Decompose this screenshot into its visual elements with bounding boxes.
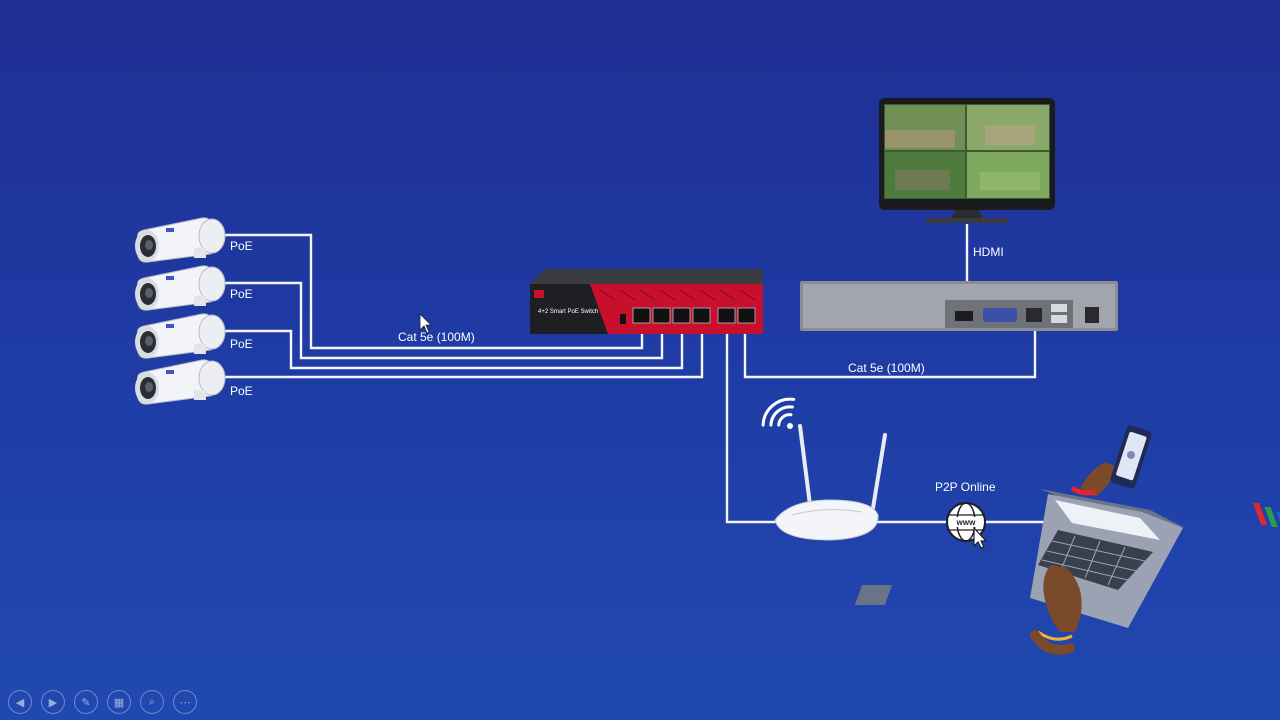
p2p-label: P2P Online [935, 480, 996, 494]
switch-title: 4+2 Smart PoE Switch [538, 309, 598, 315]
cable-camera-1 [225, 233, 644, 350]
internet-globe-icon: www [946, 502, 988, 549]
slides-grid-icon: ▦ [113, 695, 125, 709]
camera-4 [134, 359, 226, 405]
presentation-toolbar: ◀ ▶ ✎ ▦ ⌕ ⋯ [8, 690, 197, 714]
switch-ports [632, 307, 756, 324]
next-slide-button[interactable]: ▶ [41, 690, 65, 714]
cable-camera-4 [225, 330, 704, 379]
usb-port [1051, 304, 1067, 312]
cable-camera-2 [225, 281, 664, 360]
vga-port [983, 308, 1017, 322]
poe-switch: 4+2 Smart PoE Switch [530, 269, 763, 334]
laptop-user [854, 425, 1280, 655]
camera-1 [134, 217, 226, 263]
more-options-button[interactable]: ⋯ [173, 690, 197, 714]
cable-camera-3 [225, 329, 684, 370]
zoom-icon: ⌕ [148, 695, 156, 708]
next-icon: ▶ [48, 695, 58, 709]
laptop-screen-chart [1253, 503, 1280, 528]
mouse-cursor-icon [419, 313, 432, 334]
zoom-button[interactable]: ⌕ [140, 690, 164, 714]
lan-port [1026, 308, 1042, 322]
poe-label-3: PoE [230, 337, 253, 351]
pen-tool-button[interactable]: ✎ [74, 690, 98, 714]
wifi-router [774, 424, 887, 541]
see-all-slides-button[interactable]: ▦ [107, 690, 131, 714]
poe-label-4: PoE [230, 384, 253, 398]
poe-label-2: PoE [230, 287, 253, 301]
poe-label-1: PoE [230, 239, 253, 253]
power-port [1085, 307, 1099, 323]
pen-icon: ✎ [81, 695, 91, 709]
globe-www-text: www [956, 518, 976, 527]
nvr-recorder [800, 281, 1118, 331]
wifi-signal-icon [761, 397, 796, 429]
hdmi-port [955, 311, 973, 321]
usb-port [1051, 315, 1067, 323]
camera-2 [134, 265, 226, 311]
cable-switch-router [725, 330, 790, 524]
previous-icon: ◀ [15, 695, 25, 709]
cat5e-label-nvr: Cat 5e (100M) [848, 361, 925, 375]
camera-3 [134, 313, 226, 359]
switch-brand-logo [534, 290, 544, 298]
monitor [879, 98, 1055, 223]
more-icon: ⋯ [179, 695, 191, 709]
previous-slide-button[interactable]: ◀ [8, 690, 32, 714]
cable-switch-nvr [743, 323, 1037, 379]
cat5e-label-switch: Cat 5e (100M) [398, 330, 475, 344]
hdmi-label: HDMI [973, 245, 1004, 259]
